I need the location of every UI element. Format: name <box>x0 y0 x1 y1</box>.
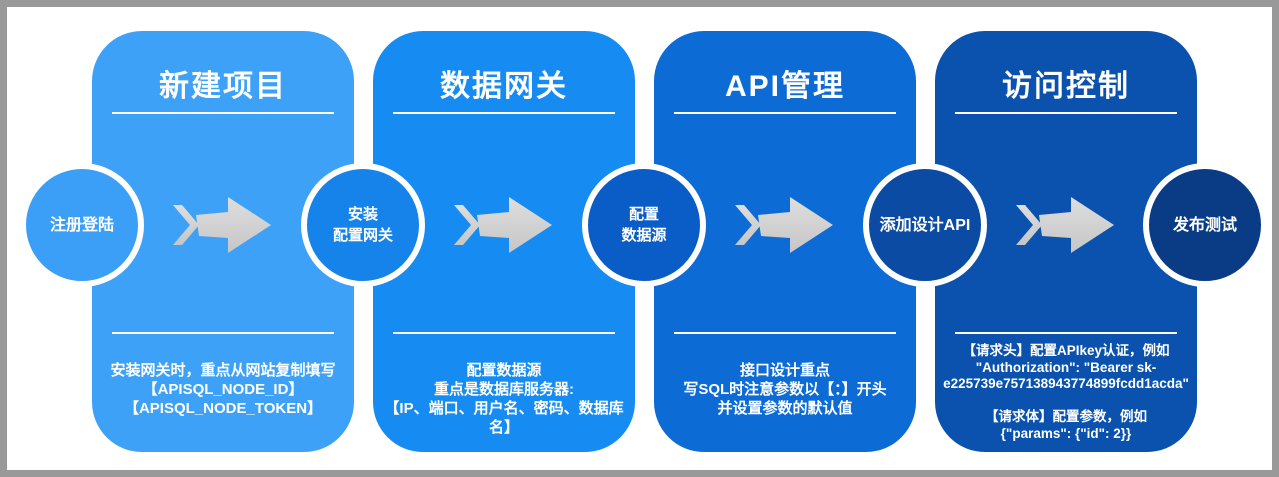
description-line: 接口设计重点 <box>739 362 830 379</box>
milestone-configure-datasource: 配置 数据源 <box>582 163 706 287</box>
flow-arrow-icon <box>729 182 841 270</box>
card-title-new-project: 新建项目 <box>159 70 287 103</box>
card-title-api-management: API管理 <box>724 70 845 103</box>
description-divider <box>111 332 335 334</box>
description-line: {"params": {"id": 2}} <box>1000 425 1132 441</box>
description-line-spacer <box>941 393 1191 410</box>
card-title-access-control: 访问控制 <box>1002 70 1130 103</box>
milestone-label: 发布测试 <box>1172 216 1237 234</box>
description-line: 【APISQL_NODE_TOKEN】 <box>123 400 323 417</box>
milestone-label: 添加设计API <box>879 216 971 234</box>
card-title-data-gateway: 数据网关 <box>440 70 568 103</box>
title-divider <box>954 112 1178 114</box>
milestone-label: 配置网关 <box>332 227 393 244</box>
description-line: 【请求体】配置参数，例如 <box>985 409 1147 424</box>
description-line: 【IP、端口、用户名、密码、数据库名】 <box>384 400 624 436</box>
card-description: 接口设计重点 写SQL时注意参数以【：】开头 并设置参数的默认值 <box>654 361 916 418</box>
title-divider <box>111 112 335 114</box>
milestone-label: 数据源 <box>621 227 667 244</box>
description-line: 【APISQL_NODE_ID】 <box>142 381 304 398</box>
description-divider <box>673 332 897 334</box>
description-line: "Authorization": "Bearer sk- <box>975 359 1157 375</box>
milestone-label: 配置 <box>628 206 659 223</box>
description-line: 【请求头】配置APIkey认证，例如 <box>962 343 1170 358</box>
flow-arrow-icon <box>1010 182 1122 270</box>
description-line: 并设置参数的默认值 <box>717 400 853 417</box>
description-line: 重点是数据库服务器: <box>434 381 574 398</box>
title-divider <box>673 112 897 114</box>
milestone-register-login: 注册登陆 <box>20 163 144 287</box>
milestone-install-configure-gateway: 安装 配置网关 <box>301 163 425 287</box>
card-description: 配置数据源 重点是数据库服务器: 【IP、端口、用户名、密码、数据库名】 <box>373 361 635 437</box>
flow-arrow-icon <box>167 182 279 270</box>
milestone-add-design-api: 添加设计API <box>863 163 987 287</box>
milestone-label: 安装 <box>347 206 378 223</box>
card-description: 【请求头】配置APIkey认证，例如 "Authorization": "Bea… <box>935 343 1197 442</box>
flow-arrow-icon <box>448 182 560 270</box>
description-line: 写SQL时注意参数以【：】开头 <box>683 381 887 398</box>
description-divider <box>392 332 616 334</box>
description-line: 安装网关时，重点从网站复制填写 <box>110 362 336 379</box>
card-description: 安装网关时，重点从网站复制填写 【APISQL_NODE_ID】 【APISQL… <box>92 361 354 418</box>
milestone-label: 注册登陆 <box>49 216 114 234</box>
description-line: e225739e757138943774899fcdd1acda" <box>943 376 1189 391</box>
title-divider <box>392 112 616 114</box>
description-divider <box>954 332 1178 334</box>
milestone-publish-test: 发布测试 <box>1143 163 1267 287</box>
description-line: 配置数据源 <box>466 362 542 379</box>
